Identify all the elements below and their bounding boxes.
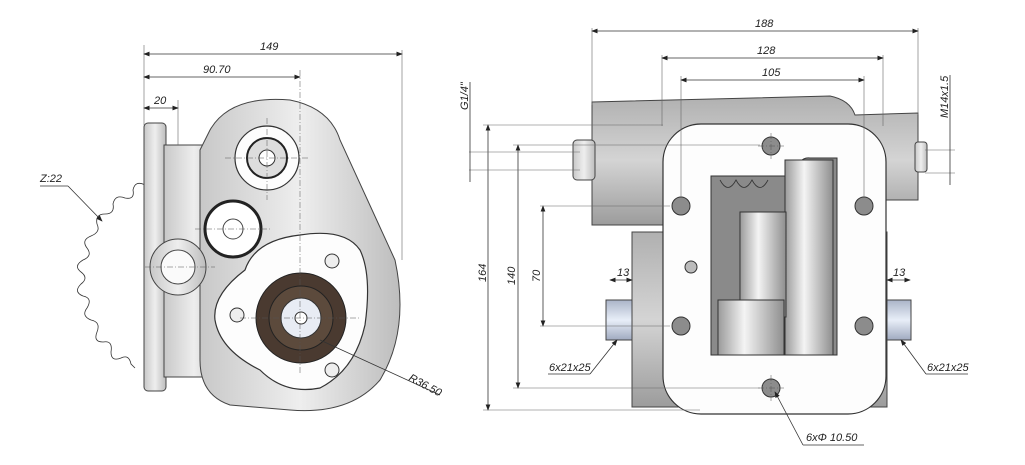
- bolt-hole: [324, 362, 340, 378]
- thread-right-label: M14x1.5: [939, 75, 951, 118]
- bolt-holes-label: 6xΦ 10.50: [806, 432, 858, 444]
- drain-plug: [684, 260, 698, 274]
- thread-left-label: G1/4": [459, 81, 471, 110]
- dim-149: 149: [260, 41, 278, 53]
- dim-20: 20: [153, 95, 167, 107]
- left-view: 149 90.70 20 Z:22 R36.50: [39, 41, 445, 412]
- shaft-right: [886, 299, 912, 341]
- dim-164: 164: [477, 264, 489, 282]
- gear-outline: [77, 182, 146, 369]
- port-left: [572, 139, 596, 181]
- gear-teeth-label: Z:22: [39, 173, 62, 185]
- bolt-hole: [854, 196, 874, 216]
- right-view: 188 128 105 164 140 70 G1/4" M14x1.5 13 …: [459, 18, 969, 446]
- dim-70: 70: [531, 269, 543, 282]
- dim-128: 128: [757, 45, 776, 57]
- bolt-hole: [324, 253, 340, 269]
- port-right: [914, 141, 928, 173]
- spline-right-label: 6x21x25: [927, 362, 969, 374]
- dim-radius: R36.50: [407, 372, 445, 400]
- dim-105: 105: [762, 67, 781, 79]
- bolt-hole: [229, 307, 245, 323]
- bolt-hole: [671, 316, 691, 336]
- drive-gear: [784, 159, 834, 356]
- dim-90-70: 90.70: [203, 64, 231, 76]
- shaft-left: [605, 299, 633, 341]
- dim-13-right: 13: [893, 267, 906, 279]
- dim-13-left: 13: [617, 267, 630, 279]
- bolt-hole: [671, 196, 691, 216]
- bolt-hole: [854, 316, 874, 336]
- spline-left-label: 6x21x25: [549, 362, 591, 374]
- dim-140: 140: [506, 266, 518, 285]
- dim-188: 188: [755, 18, 774, 30]
